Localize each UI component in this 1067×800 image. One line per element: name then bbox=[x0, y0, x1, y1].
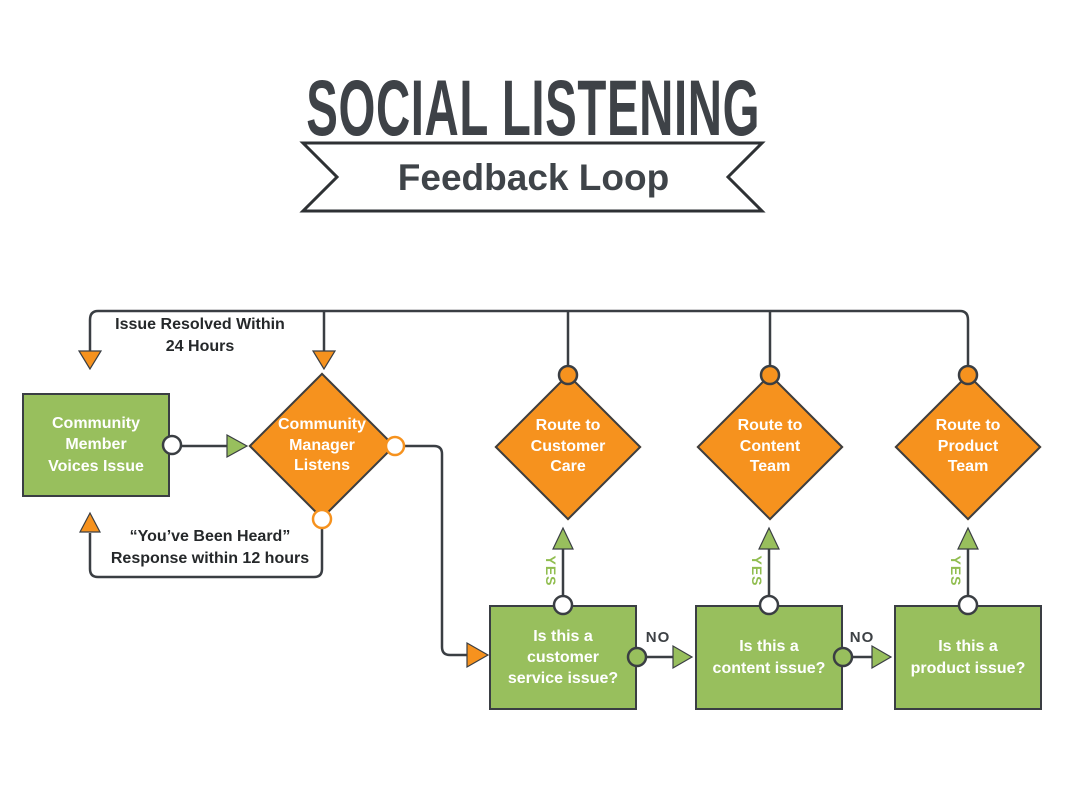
yes-arrow-up-1-icon bbox=[552, 526, 574, 550]
ribbon-title: Feedback Loop bbox=[397, 157, 670, 198]
node-community-member: Community Member Voices Issue bbox=[22, 393, 170, 497]
route-customer-care-label: Route to Customer Care bbox=[530, 416, 606, 476]
no-arrow-right-2-icon bbox=[871, 644, 893, 670]
community-manager-label: Community Manager Listens bbox=[278, 415, 366, 475]
label-no-2: NO bbox=[849, 629, 875, 646]
arrow-down-to-manager-icon bbox=[311, 350, 337, 371]
label-yes-2: YES bbox=[749, 555, 765, 587]
yes-arrow-up-2-icon bbox=[758, 526, 780, 550]
node-question-product: Is this a product issue? bbox=[894, 605, 1042, 710]
arrow-right-to-manager-icon bbox=[226, 433, 249, 459]
node-question-content: Is this a content issue? bbox=[695, 605, 843, 710]
label-yes-1: YES bbox=[543, 555, 559, 587]
node-route-customer-care: Route to Customer Care bbox=[494, 373, 642, 521]
label-youve-been-heard: “You’ve Been Heard” Response within 12 h… bbox=[110, 528, 310, 568]
label-issue-resolved: Issue Resolved Within 24 Hours bbox=[115, 316, 285, 356]
route-product-team-label: Route to Product Team bbox=[935, 416, 1001, 476]
page-title-text: SOCIAL LISTENING bbox=[306, 63, 761, 152]
route-content-team-label: Route to Content Team bbox=[737, 416, 803, 476]
no-arrow-right-1-icon bbox=[672, 644, 694, 670]
label-yes-3: YES bbox=[948, 555, 964, 587]
label-no-1: NO bbox=[645, 629, 671, 646]
manager-to-question-line bbox=[404, 444, 467, 657]
node-question-customer-service: Is this a customer service issue? bbox=[489, 605, 637, 710]
yes-arrow-up-3-icon bbox=[957, 526, 979, 550]
page-title: SOCIAL LISTENING bbox=[0, 68, 1067, 147]
node-route-product-team: Route to Product Team bbox=[894, 373, 1042, 521]
arrow-right-to-question1-icon bbox=[466, 641, 490, 669]
node-route-content-team: Route to Content Team bbox=[696, 373, 844, 521]
node-community-manager: Community Manager Listens bbox=[248, 372, 396, 520]
